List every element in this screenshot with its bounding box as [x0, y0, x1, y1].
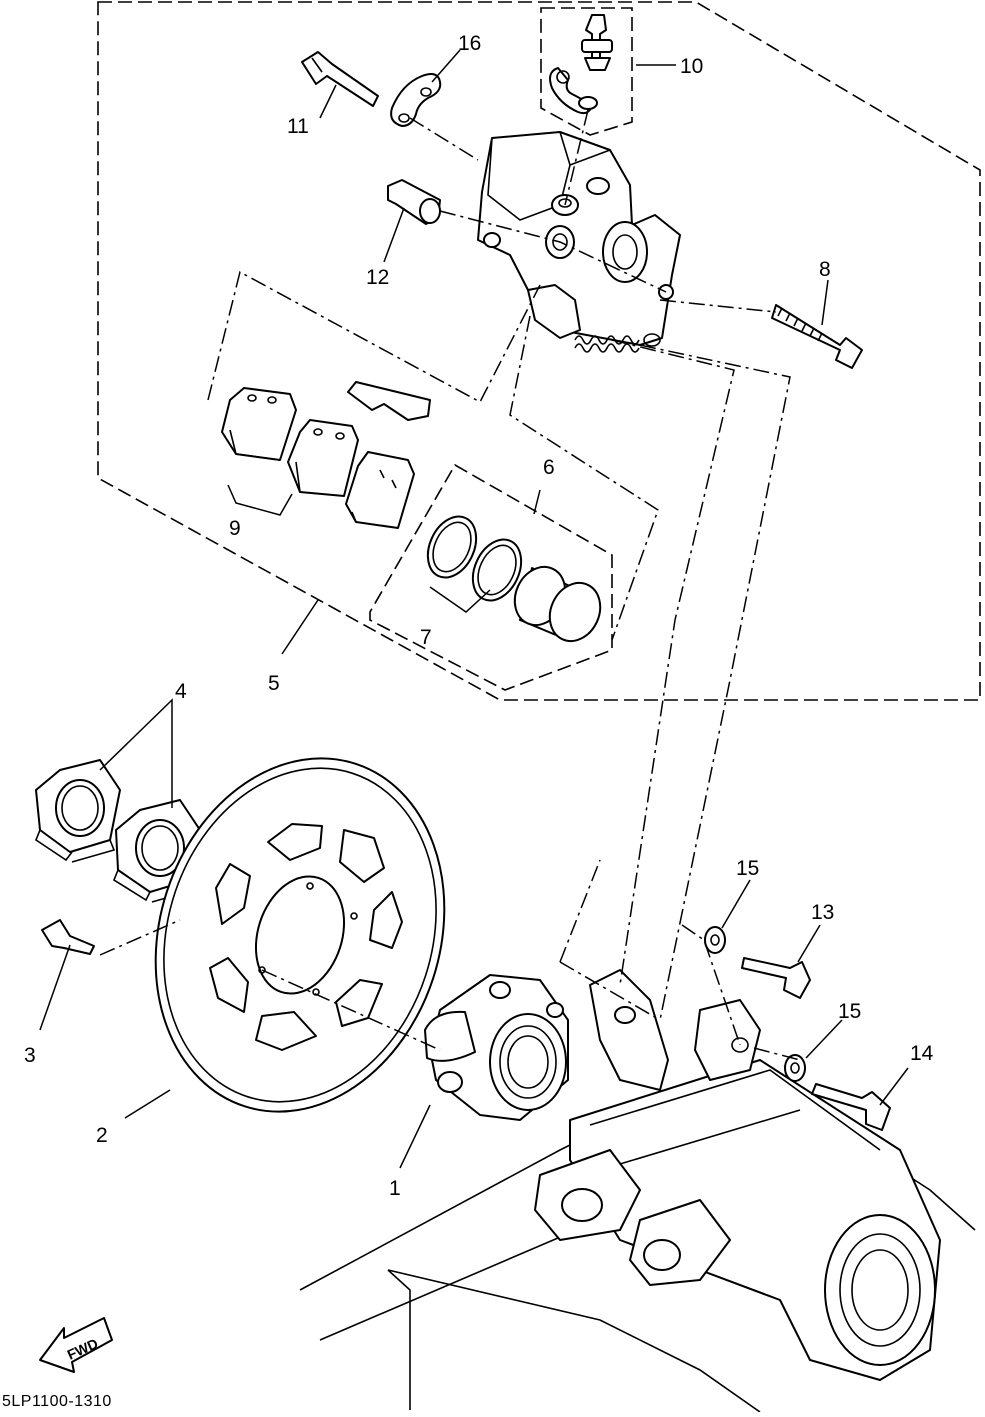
piston: [513, 565, 602, 643]
bolt-14: [811, 1083, 891, 1131]
forward-direction-arrow: FWD: [39, 1317, 113, 1373]
caliper-body: [477, 131, 681, 347]
callout-11: 11: [287, 115, 309, 138]
callout-6: 6: [543, 456, 555, 479]
plate: [390, 73, 442, 127]
callout-13: 13: [811, 901, 834, 924]
washer-lower: [784, 1054, 806, 1082]
bleed-valve-boundary: [540, 7, 633, 136]
callout-3: 3: [24, 1044, 36, 1067]
swingarm: [299, 969, 976, 1413]
leader-lines: [39, 49, 909, 1169]
disc-bolt: [41, 919, 95, 955]
pin-bolt: [301, 51, 379, 107]
callout-7: 7: [420, 626, 432, 649]
caliper-bolt: [771, 304, 863, 369]
washer-upper: [704, 926, 726, 954]
brake-pad-set: [221, 381, 431, 529]
callout-10: 10: [680, 55, 703, 78]
drawing-code: 5LP1100-1310: [2, 1393, 112, 1410]
piston-kit-boundary: [369, 463, 613, 691]
callout-16: 16: [458, 32, 481, 55]
callout-14: 14: [910, 1042, 934, 1065]
brake-disc: [154, 757, 446, 1113]
bolt-13: [741, 957, 811, 999]
callout-15-upper: 15: [736, 857, 759, 880]
assembly-lines: [99, 109, 801, 1061]
callout-5: 5: [268, 672, 280, 695]
bleed-valve: [549, 14, 613, 115]
callout-9: 9: [229, 517, 241, 540]
callout-1: 1: [389, 1177, 401, 1200]
callout-2: 2: [96, 1124, 108, 1147]
callout-15-lower: 15: [838, 1000, 861, 1023]
disc-hub: [424, 974, 569, 1121]
callout-12: 12: [366, 266, 389, 289]
piston-seals: [426, 515, 523, 602]
callout-labels: 1 2 3 4 5 6 7 8 9 10 11 12 13 14 15 15 1…: [24, 32, 934, 1200]
bushing: [387, 179, 441, 225]
callout-4: 4: [175, 680, 187, 703]
callout-8: 8: [819, 258, 831, 281]
caliper-spring: [574, 335, 640, 353]
